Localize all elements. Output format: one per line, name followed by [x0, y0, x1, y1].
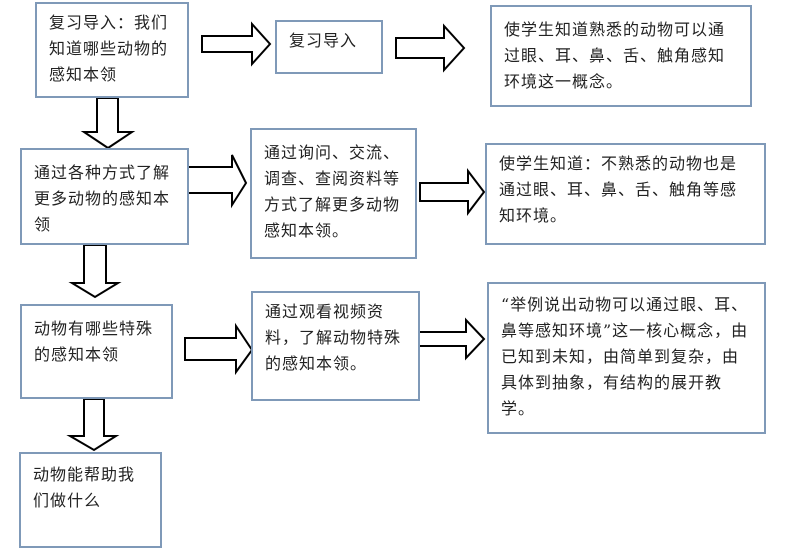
right-arrow-icon: [416, 317, 486, 361]
flow-box-video-method: 通过观看视频资料，了解动物特殊的感知本领。: [251, 291, 420, 401]
down-arrow-icon: [68, 244, 122, 299]
down-arrow-icon: [66, 398, 120, 452]
flow-box-inquiry-method: 通过询问、交流、调查、查阅资料等方式了解更多动物感知本领。: [250, 128, 417, 259]
right-arrow-icon: [395, 23, 466, 73]
flow-box-review: 复习导入：我们知道哪些动物的感知本领: [35, 2, 189, 98]
flow-box-special: 动物有哪些特殊的感知本领: [20, 304, 173, 399]
right-arrow-icon: [187, 154, 248, 209]
flow-box-help: 动物能帮助我们做什么: [19, 452, 162, 548]
right-arrow-icon: [184, 322, 254, 376]
flow-box-review-method: 复习导入: [275, 20, 383, 74]
flow-box-ways: 通过各种方式了解更多动物的感知本领: [20, 148, 189, 245]
flow-box-goal-core: “举例说出动物可以通过眼、耳、鼻等感知环境”这一核心概念，由已知到未知，由简单到…: [487, 282, 766, 434]
right-arrow-icon: [201, 21, 272, 67]
flow-box-goal-unfamiliar: 使学生知道：不熟悉的动物也是通过眼、耳、鼻、舌、触角等感知环境。: [485, 143, 766, 245]
down-arrow-icon: [80, 97, 136, 150]
flow-box-goal-familiar: 使学生知道熟悉的动物可以通过眼、耳、鼻、舌、触角感知环境这一概念。: [490, 5, 752, 107]
right-arrow-icon: [419, 168, 486, 216]
